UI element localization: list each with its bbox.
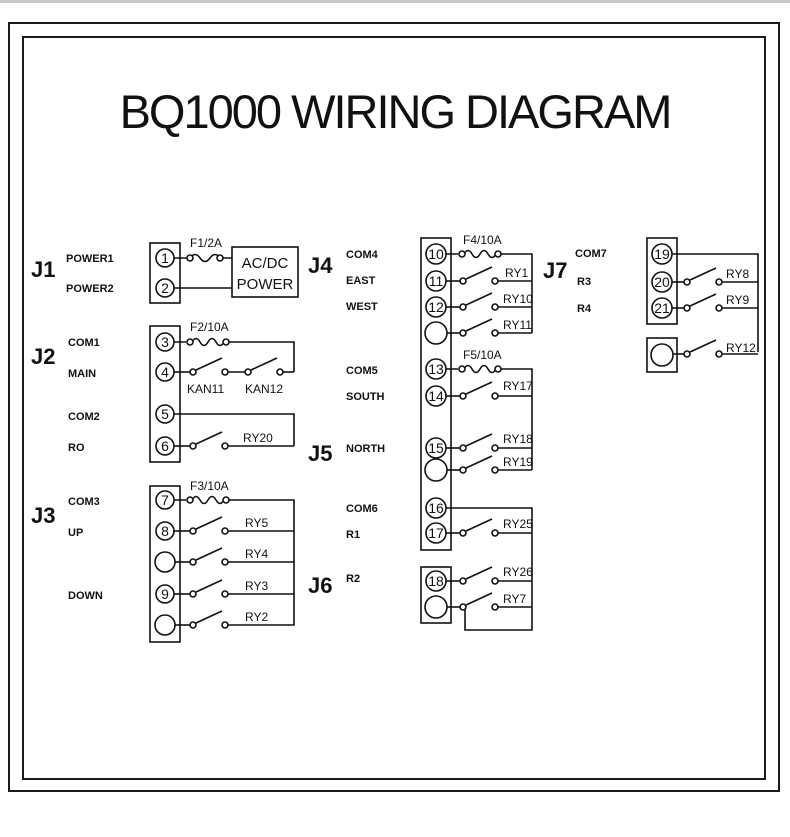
blank-terminal-j6 — [424, 595, 448, 619]
signal-com6: COM6 — [346, 503, 378, 515]
terminal-11: 11 — [429, 273, 444, 289]
relay-ry7-label: RY7 — [503, 592, 526, 606]
relay-ry4-label: RY4 — [245, 547, 268, 561]
diagram-title: BQ1000 WIRING DIAGRAM — [119, 85, 673, 138]
j4-label: J4 — [308, 253, 333, 278]
j5-label: J5 — [308, 441, 332, 466]
terminal-14: 14 — [428, 388, 444, 404]
signal-com5: COM5 — [346, 365, 378, 377]
terminal-8: 8 — [161, 523, 169, 539]
relay-ry25-label: RY25 — [503, 517, 533, 531]
relay-ry10-label: RY10 — [503, 292, 533, 306]
signal-com1: COM1 — [68, 337, 100, 349]
blank-terminal-j7 — [650, 343, 674, 367]
relay-ry9-label: RY9 — [726, 293, 749, 307]
blank-terminal-j5 — [424, 458, 448, 482]
signal-com4: COM4 — [346, 249, 379, 261]
power-box-line2: POWER — [237, 276, 294, 293]
terminal-9: 9 — [161, 586, 169, 602]
fuse-f2-label: F2/10A — [190, 320, 229, 334]
terminal-6: 6 — [161, 438, 169, 454]
signal-com7: COM7 — [575, 248, 607, 260]
top-separator — [0, 0, 790, 3]
terminal-15: 15 — [428, 440, 444, 456]
signal-east: EAST — [346, 275, 376, 287]
terminal-21: 21 — [654, 300, 670, 316]
blank-terminal-j3b — [154, 614, 176, 636]
inner-frame — [22, 36, 766, 780]
signal-main: MAIN — [68, 368, 96, 380]
terminal-19: 19 — [654, 246, 670, 262]
signal-ro: RO — [68, 442, 85, 454]
signal-west: WEST — [346, 301, 378, 313]
relay-ry19-label: RY19 — [503, 455, 533, 469]
outer-frame — [8, 22, 780, 792]
signal-north: NORTH — [346, 443, 385, 455]
relay-ry5-label: RY5 — [245, 516, 268, 530]
j3-label: J3 — [31, 503, 55, 528]
terminal-4: 4 — [161, 364, 169, 380]
fuse-f1-label: F1/2A — [190, 236, 222, 250]
terminal-5: 5 — [161, 406, 169, 422]
terminal-17: 17 — [428, 525, 444, 541]
relay-ry11-label: RY11 — [503, 318, 532, 332]
terminal-2: 2 — [161, 280, 169, 296]
switch-kan11-label: KAN11 — [187, 382, 224, 396]
terminal-13: 13 — [428, 361, 444, 377]
terminal-16: 16 — [428, 500, 444, 516]
fuse-f3-label: F3/10A — [190, 479, 229, 493]
terminal-3: 3 — [161, 334, 169, 350]
signal-r2: R2 — [346, 573, 360, 585]
fuse-f5-label: F5/10A — [463, 348, 502, 362]
fuse-f4-label: F4/10A — [463, 233, 502, 247]
power-box — [231, 246, 299, 298]
relay-ry26-label: RY26 — [503, 565, 533, 579]
signal-power1: POWER1 — [66, 253, 114, 265]
switch-kan12-label: KAN12 — [245, 382, 283, 396]
blank-terminal-j3a — [154, 551, 176, 573]
terminal-12: 12 — [428, 299, 444, 315]
blank-terminal-j4 — [424, 321, 448, 345]
terminal-7: 7 — [161, 492, 169, 508]
signal-up: UP — [68, 527, 83, 539]
relay-ry8-label: RY8 — [726, 267, 749, 281]
signal-power2: POWER2 — [66, 283, 114, 295]
power-box-line1: AC/DC — [242, 255, 289, 272]
relay-ry1-label: RY1 — [505, 266, 528, 280]
relay-ry18-label: RY18 — [503, 432, 533, 446]
terminal-1: 1 — [161, 250, 169, 266]
terminal-10: 10 — [428, 246, 444, 262]
relay-ry17-label: RY17 — [503, 379, 533, 393]
signal-r3: R3 — [577, 276, 591, 288]
relay-ry3-label: RY3 — [245, 579, 268, 593]
j7-label: J7 — [543, 258, 567, 283]
signal-down: DOWN — [68, 590, 103, 602]
terminal-18: 18 — [428, 573, 444, 589]
signal-r4: R4 — [577, 303, 592, 315]
relay-ry20-label: RY20 — [243, 431, 273, 445]
signal-r1: R1 — [346, 529, 360, 541]
j2-label: J2 — [31, 344, 55, 369]
signal-com2: COM2 — [68, 411, 100, 423]
terminal-20: 20 — [654, 274, 670, 290]
relay-ry2-label: RY2 — [245, 610, 268, 624]
j6-label: J6 — [308, 573, 332, 598]
signal-south: SOUTH — [346, 391, 385, 403]
relay-ry12-label: RY12 — [726, 341, 756, 355]
signal-com3: COM3 — [68, 496, 100, 508]
j1-label: J1 — [31, 257, 55, 282]
